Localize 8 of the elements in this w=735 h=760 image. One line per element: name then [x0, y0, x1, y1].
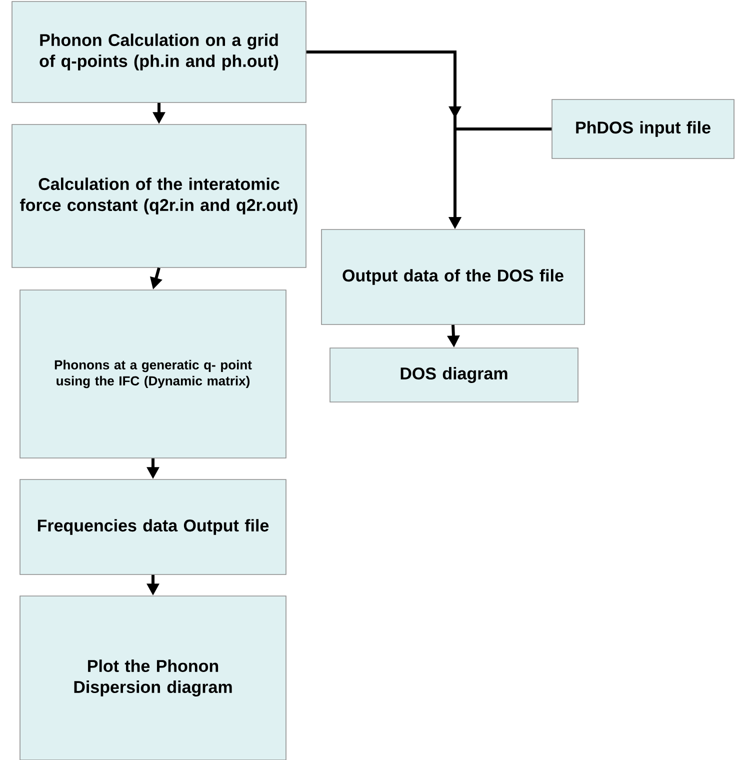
process-box: Plot the Phonon Dispersion diagram [20, 596, 286, 760]
process-box: DOS diagram [330, 348, 578, 402]
process-box: Frequencies data Output file [20, 479, 286, 575]
process-box: Output data of the DOS file [321, 229, 585, 325]
process-box: Phonons at a generatic q- point using the IFC (Dynamic matrix) [20, 290, 286, 458]
process-box: Calculation of the interatomic force constant (q2r.in and q2r.out) [12, 124, 306, 268]
process-box: PhDOS input file [552, 99, 734, 159]
process-box: Phonon Calculation on a grid of q-points (ph.in and ph.out) [12, 1, 306, 103]
